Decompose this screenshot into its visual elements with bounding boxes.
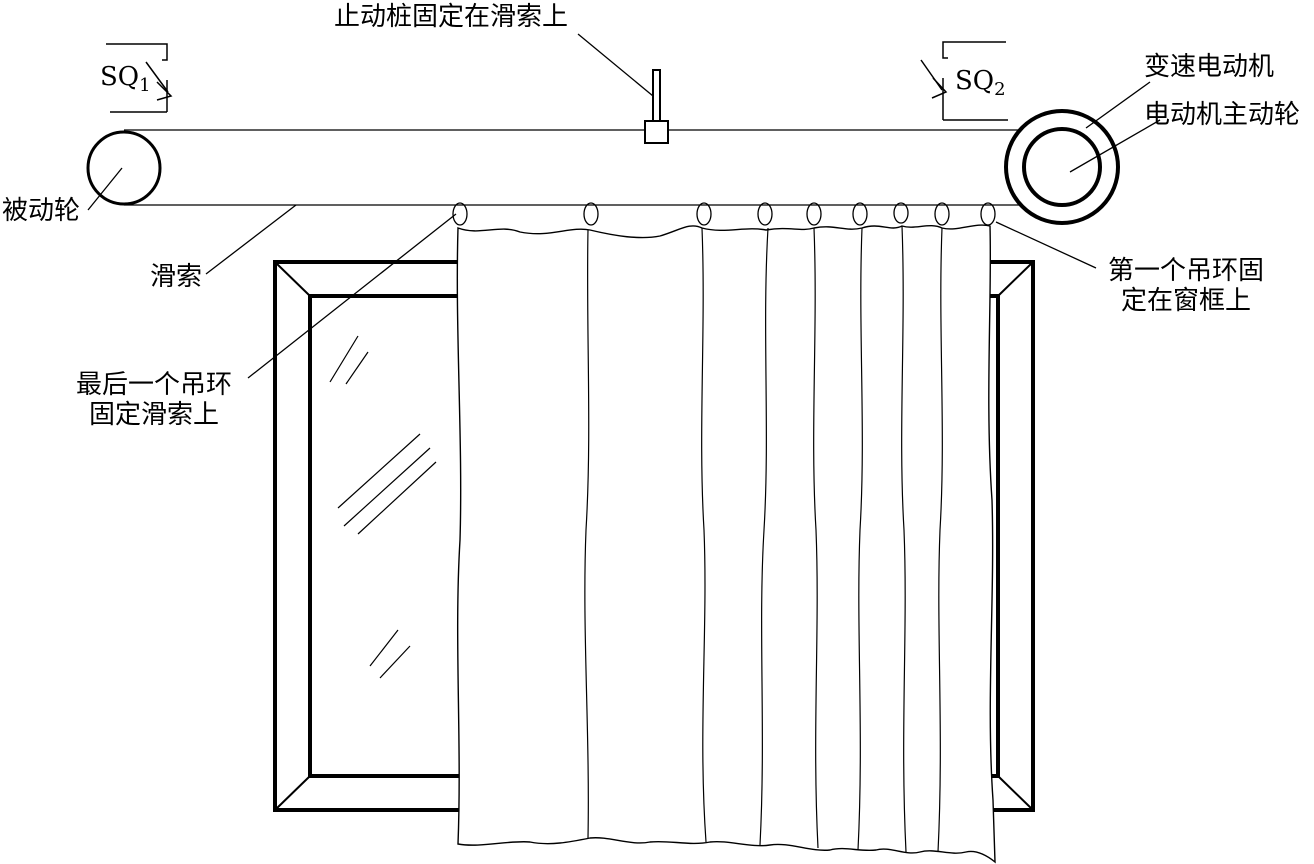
label-last-ring-line1: 最后一个吊环 [75, 370, 232, 400]
label-sq1-main: SQ [100, 62, 140, 92]
frame-corner-bl [275, 776, 310, 810]
leader-last-ring [248, 214, 456, 378]
label-cable: 滑索 [150, 262, 203, 292]
leader-lines [88, 34, 1160, 378]
stopper-block [645, 121, 668, 143]
label-sq2-sub: 2 [994, 79, 1006, 100]
label-driven-wheel: 被动轮 [2, 196, 81, 226]
curtain-cloth [457, 225, 995, 862]
limit-switch-sq1 [106, 44, 171, 112]
ring-last [452, 202, 468, 226]
limit-switch-sq2 [921, 42, 1008, 120]
leader-stopper [578, 34, 653, 96]
frame-corner-tr [998, 262, 1033, 296]
cable-system [88, 111, 1118, 223]
ring [893, 202, 909, 224]
ring [934, 202, 950, 226]
leader-cable [206, 205, 296, 274]
label-variable-motor: 变速电动机 [1144, 52, 1275, 82]
leader-first-ring [996, 222, 1096, 268]
curtain [452, 202, 996, 862]
ring [806, 202, 822, 226]
curtain-folds [585, 226, 942, 852]
curtain-rings [452, 202, 996, 226]
ring [696, 202, 712, 226]
driven-wheel [88, 132, 160, 204]
label-sq1: SQ1 [100, 62, 151, 101]
label-sq2-main: SQ [955, 66, 995, 96]
label-last-ring-line2: 固定滑索上 [88, 400, 219, 430]
leader-variable-motor [1086, 82, 1150, 128]
stopper-post [653, 70, 660, 122]
leader-driven-wheel [88, 168, 122, 210]
label-sq2: SQ2 [955, 66, 1006, 105]
motor-drive-wheel [1024, 129, 1100, 205]
label-first-ring-line2: 定在窗框上 [1120, 286, 1251, 316]
label-motor-drive-wheel: 电动机主动轮 [1144, 100, 1301, 130]
ring [852, 202, 868, 226]
label-last-ring: 最后一个吊环 固定滑索上 [64, 370, 244, 430]
label-sq1-sub: 1 [139, 75, 151, 96]
stopper [645, 70, 668, 143]
frame-corner-tl [275, 262, 310, 296]
leader-drive-wheel [1070, 120, 1160, 172]
ring-first [980, 202, 996, 226]
label-first-ring-line1: 第一个吊环固 [1107, 256, 1264, 286]
glass-reflection [330, 336, 436, 678]
frame-corner-br [998, 776, 1033, 810]
label-first-ring: 第一个吊环固 定在窗框上 [1096, 256, 1276, 316]
ring [583, 202, 599, 226]
ring [757, 202, 773, 226]
label-stopper: 止动桩固定在滑索上 [334, 2, 569, 32]
